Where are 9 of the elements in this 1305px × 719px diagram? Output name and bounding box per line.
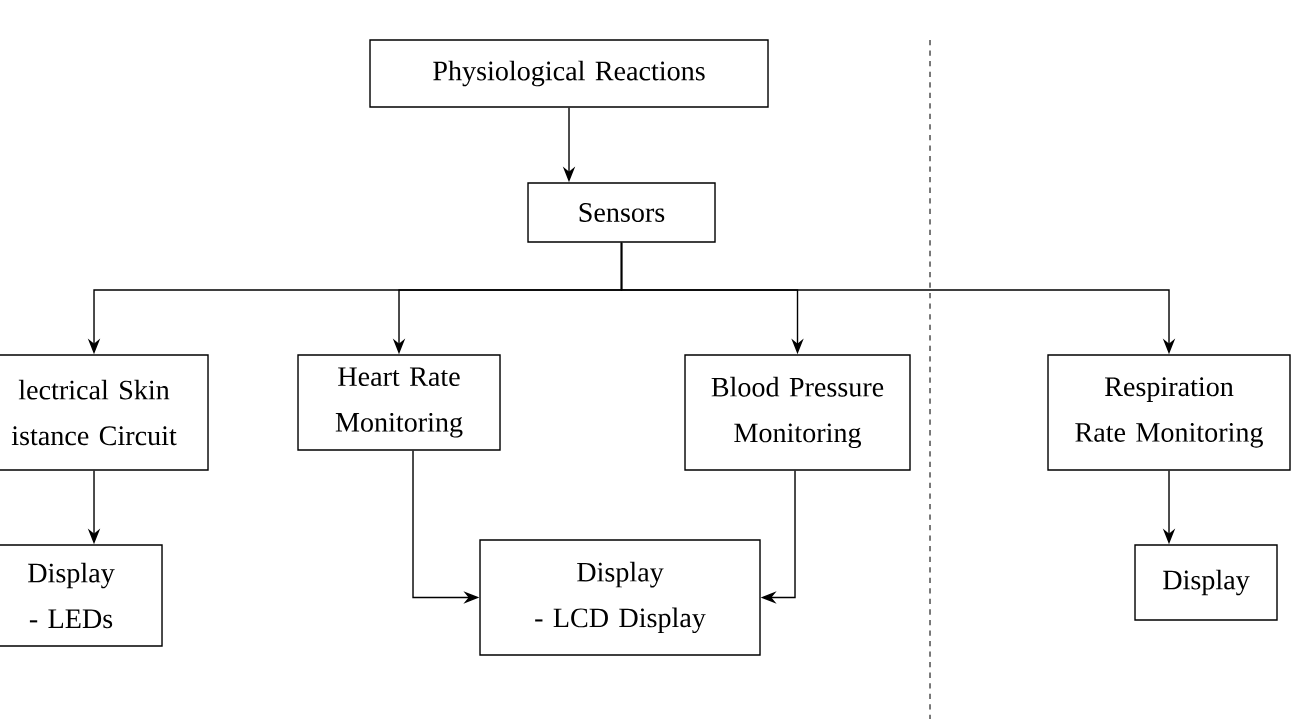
process-box: Respiration Rate Monitoring [1047,354,1291,471]
process-box: Physiological Reactions [369,39,769,108]
process-box: Blood Pressure Monitoring [684,354,911,471]
process-box: Heart Rate Monitoring [297,354,501,451]
process-box: Display - LCD Display [479,539,761,656]
process-box: Display - LEDs [0,544,163,647]
process-box: Sensors [527,182,716,243]
process-box: lectrical Skin istance Circuit [0,354,209,471]
process-box: Display [1134,544,1278,621]
